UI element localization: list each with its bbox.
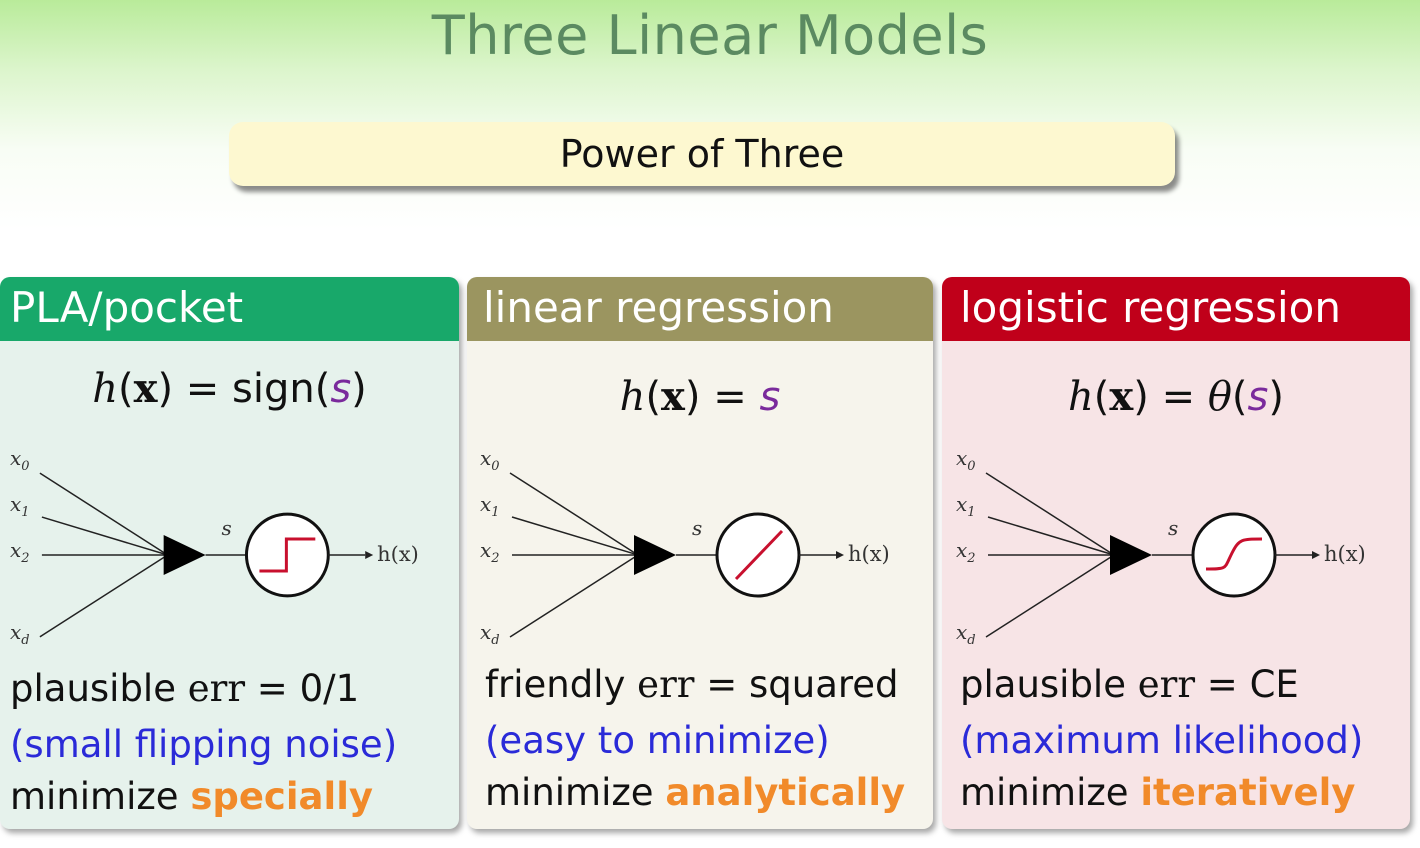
- input-edge: [509, 554, 639, 638]
- hypothesis-formula: h(x) = sign(s): [92, 365, 367, 412]
- error-line: friendly err = squared: [485, 663, 899, 706]
- output-label: h(x): [377, 542, 419, 566]
- input-edge: [987, 516, 1115, 556]
- score-label: s: [1168, 516, 1178, 540]
- output-arrowhead: [1312, 551, 1320, 559]
- input-edge: [985, 472, 1115, 556]
- input-label-x1: x1: [10, 492, 30, 520]
- formula-arg: s: [759, 374, 781, 420]
- input-edge: [39, 472, 169, 556]
- panel-header: linear regression: [467, 277, 933, 341]
- output-label: h(x): [848, 542, 890, 566]
- input-label-x2: x2: [956, 538, 976, 566]
- hypothesis-formula: h(x) = s: [619, 373, 781, 420]
- activation-node: [1191, 512, 1277, 598]
- error-adjective: plausible: [10, 667, 176, 710]
- input-label-x0: x0: [956, 446, 976, 474]
- perceptron-diagram: x0 x1 x2 xd s h(x): [467, 445, 933, 655]
- minimize-line: minimize iteratively: [960, 771, 1355, 814]
- error-equals: =: [706, 663, 738, 706]
- sigmoid-curve: [1205, 537, 1263, 571]
- formula-func: θ: [1207, 374, 1232, 420]
- error-reason: (maximum likelihood): [960, 719, 1364, 762]
- formula-equals: =: [185, 366, 220, 412]
- formula-arg: s: [1247, 374, 1269, 420]
- minimize-line: minimize analytically: [485, 771, 905, 814]
- formula-x: x: [661, 373, 685, 420]
- panel-header: PLA/pocket: [0, 277, 459, 341]
- minimize-label: minimize: [960, 771, 1129, 814]
- output-label: h(x): [1324, 542, 1366, 566]
- error-value: squared: [749, 663, 899, 706]
- subtitle-banner: Power of Three: [229, 122, 1175, 186]
- input-label-xd: xd: [956, 620, 976, 648]
- summation-node: [163, 535, 206, 575]
- error-adjective: friendly: [485, 663, 626, 706]
- minimize-line: minimize specially: [10, 775, 373, 818]
- perceptron-svg: x0 x1 x2 xd s h(x): [480, 446, 890, 648]
- minimize-label: minimize: [10, 775, 179, 818]
- input-label-xd: xd: [10, 620, 30, 648]
- input-edge: [41, 516, 168, 556]
- output-arrowhead: [365, 550, 374, 559]
- identity-curve: [734, 529, 784, 581]
- minimize-label: minimize: [485, 771, 654, 814]
- error-reason: (small flipping noise): [10, 723, 398, 766]
- perceptron-diagram: x0 x1 x2 xd s h(x): [0, 445, 459, 655]
- score-label: s: [222, 516, 232, 540]
- input-edge: [985, 554, 1115, 638]
- formula-arg: s: [330, 366, 352, 412]
- minimize-method: analytically: [665, 771, 906, 814]
- perceptron-svg: x0 x1 x2 xd s h(x): [956, 446, 1366, 648]
- summation-node: [634, 535, 676, 575]
- error-symbol: err: [637, 663, 695, 706]
- input-label-xd: xd: [480, 620, 500, 648]
- formula-x: x: [133, 365, 158, 412]
- input-edge: [39, 554, 169, 638]
- error-symbol: err: [187, 667, 246, 710]
- error-adjective: plausible: [960, 663, 1126, 706]
- perceptron-svg: x0 x1 x2 xd s h(x): [10, 446, 419, 648]
- output-arrowhead: [836, 551, 844, 559]
- formula-func: sign: [232, 366, 315, 412]
- input-edge: [509, 472, 639, 556]
- input-label-x1: x1: [956, 492, 976, 520]
- perceptron-diagram: x0 x1 x2 xd s h(x): [942, 445, 1410, 655]
- error-equals: =: [256, 667, 288, 710]
- input-label-x1: x1: [480, 492, 500, 520]
- formula-x: x: [1109, 373, 1134, 420]
- error-line: plausible err = 0/1: [10, 667, 359, 710]
- summation-node: [1110, 535, 1152, 575]
- panel-logistic-regression: logistic regression h(x) = θ(s) x0 x1 x2 xd…: [942, 277, 1410, 829]
- formula-h: h: [92, 366, 118, 412]
- input-edge: [511, 516, 639, 556]
- formula-h: h: [619, 374, 646, 420]
- error-line: plausible err = CE: [960, 663, 1299, 706]
- error-symbol: err: [1137, 663, 1196, 706]
- input-label-x2: x2: [480, 538, 500, 566]
- error-value: 0/1: [299, 667, 360, 710]
- slide-title: Three Linear Models: [431, 4, 989, 67]
- error-reason: (easy to minimize): [485, 719, 830, 762]
- input-label-x0: x0: [480, 446, 500, 474]
- hypothesis-formula: h(x) = θ(s): [1068, 373, 1284, 420]
- step-curve: [259, 537, 316, 573]
- formula-equals: =: [713, 374, 747, 420]
- panel-header: logistic regression: [942, 277, 1410, 341]
- score-label: s: [692, 516, 702, 540]
- input-label-x0: x0: [10, 446, 30, 474]
- formula-h: h: [1068, 374, 1094, 420]
- error-equals: =: [1206, 663, 1238, 706]
- minimize-method: specially: [190, 775, 373, 818]
- input-label-x2: x2: [10, 538, 30, 566]
- error-value: CE: [1249, 663, 1299, 706]
- formula-equals: =: [1161, 374, 1196, 420]
- minimize-method: iteratively: [1140, 771, 1356, 814]
